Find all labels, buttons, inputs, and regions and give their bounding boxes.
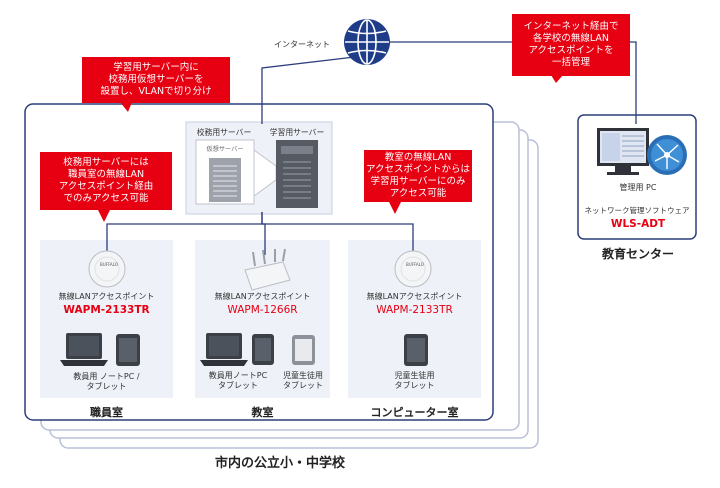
- access-point-ceiling-icon: BUFFALO: [88, 250, 126, 288]
- internet-globe-icon: [344, 19, 390, 65]
- tablet-icon: [292, 335, 315, 365]
- ap-model: WAPM-2133TR: [376, 304, 453, 316]
- ap-label: 無線LANアクセスポイント: [214, 292, 311, 301]
- room-name-computer: コンピューター室: [370, 406, 459, 419]
- learning-server-icon: [253, 140, 318, 208]
- callout-staff-room-access: 校務用サーバーには 職員室の無線LAN アクセスポイント経由 でのみアクセス可能: [40, 152, 172, 210]
- admin-server-label: 校務用サーバー: [196, 128, 252, 137]
- virtual-server-label: 仮想サーバー: [206, 146, 244, 153]
- software-name: WLS-ADT: [610, 218, 666, 230]
- devices-label: 教員用 ノートPC / タブレット: [73, 372, 140, 391]
- svg-text:BUFFALO: BUFFALO: [406, 262, 424, 267]
- access-point-standing-icon: [244, 248, 291, 291]
- school-title: 市内の公立小・中学校: [214, 456, 345, 471]
- callout-arrow: [120, 102, 132, 112]
- software-label: ネットワーク管理ソフトウェア: [584, 206, 690, 215]
- management-pc-label: 管理用 PC: [619, 183, 657, 192]
- svg-text:BUFFALO: BUFFALO: [100, 262, 118, 267]
- room-name-staff: 職員室: [90, 406, 123, 419]
- laptop-icon: [60, 333, 108, 366]
- callout-arrow: [98, 210, 110, 222]
- edu-center-title: 教育センター: [601, 247, 674, 261]
- learning-server-label: 学習用サーバー: [269, 128, 325, 137]
- ap-label: 無線LANアクセスポイント: [366, 292, 463, 301]
- internet-label: インターネット: [274, 40, 330, 49]
- virtual-server-icon: [195, 139, 255, 205]
- management-pc-icon: [597, 128, 649, 175]
- devices-label: 教員用ノートPC タブレット: [208, 371, 268, 390]
- laptop-icon: [200, 333, 248, 366]
- connection-lines: [106, 41, 637, 255]
- ap-label: 無線LANアクセスポイント: [58, 292, 155, 301]
- tablet-icon: [404, 334, 428, 366]
- callout-internet-management: インターネット経由で 各学校の無線LAN アクセスポイントを 一括管理: [512, 14, 630, 76]
- ap-model: WAPM-1266R: [227, 304, 298, 316]
- callout-arrow: [551, 75, 563, 83]
- callout-server-vlan: 学習用サーバー内に 校務用仮想サーバーを 設置し、VLANで切り分け: [82, 57, 230, 103]
- ap-model: WAPM-2133TR: [63, 304, 150, 316]
- tablet-icon: [252, 334, 274, 365]
- devices-label: 児童生徒用 タブレット: [394, 371, 435, 390]
- room-name-classroom: 教室: [251, 406, 274, 419]
- wls-adt-logo-icon: [647, 135, 687, 175]
- callout-arrow: [389, 202, 401, 214]
- tablet-icon: [116, 334, 140, 366]
- devices-label: 児童生徒用 タブレット: [283, 371, 323, 390]
- callout-classroom-access: 教室の無線LAN アクセスポイントからは 学習用サーバーにのみ アクセス可能: [364, 150, 472, 202]
- access-point-ceiling-icon: BUFFALO: [394, 250, 432, 288]
